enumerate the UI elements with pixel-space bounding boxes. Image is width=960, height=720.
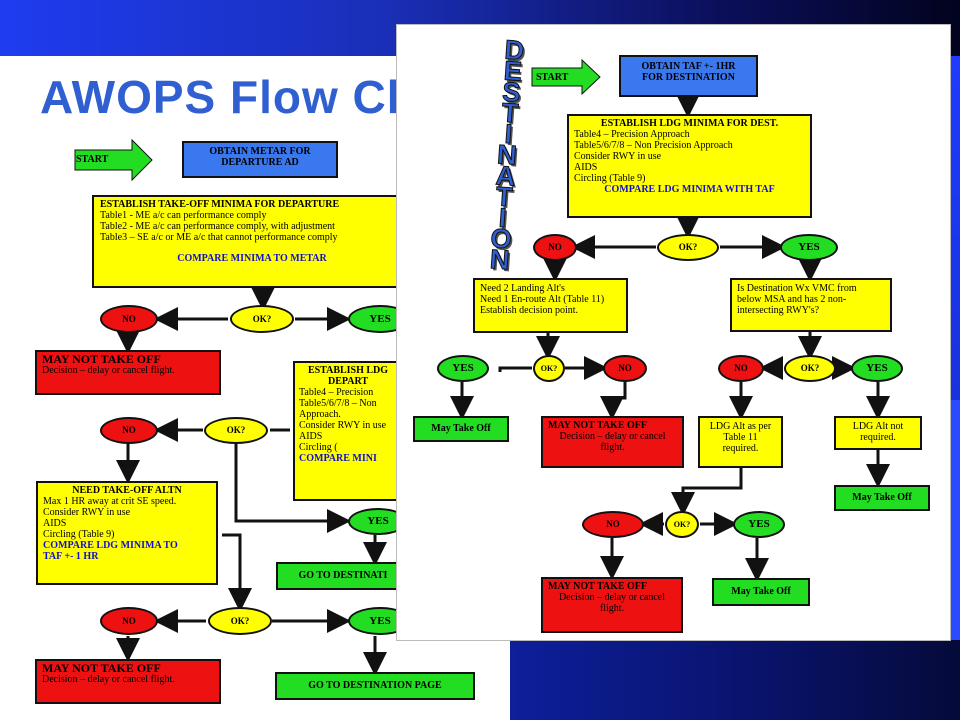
ok-decision-1: OK? xyxy=(230,305,294,333)
no-decision-3: NO xyxy=(100,607,158,635)
may-take-off-box-1: May Take Off xyxy=(413,416,509,442)
establish-ldg-departure-box: ESTABLISH LDG DEPART Table4 – Precision … xyxy=(293,361,403,501)
dest-may-not-take-off-box-2: MAY NOT TAKE OFF Decision – delay or can… xyxy=(541,577,683,633)
no-decision-2: NO xyxy=(100,417,158,444)
go-to-destination-box-1: GO TO DESTINATI xyxy=(276,562,410,590)
dest-may-not-take-off-title-1: MAY NOT TAKE OFF xyxy=(548,420,647,431)
dest-yes-decision-4: YES xyxy=(733,511,785,538)
establish-takeoff-title: ESTABLISH TAKE-OFF MINIMA FOR DEPARTURE xyxy=(100,199,340,210)
may-not-take-off-sub-1: Decision – delay or cancel flight. xyxy=(42,365,175,376)
may-not-take-off-title-2: MAY NOT TAKE OFF xyxy=(42,661,161,675)
dest-ok-decision-3: OK? xyxy=(784,355,836,382)
bottom-banner xyxy=(510,640,960,720)
may-not-take-off-box-1: MAY NOT TAKE OFF Decision – delay or can… xyxy=(35,350,221,395)
is-destination-vmc-box: Is Destination Wx VMC from below MSA and… xyxy=(730,278,892,332)
dest-may-not-take-off-title-2: MAY NOT TAKE OFF xyxy=(548,581,647,592)
ldg-alt-not-required-box: LDG Alt not required. xyxy=(834,416,922,450)
compare-ldg-taf: COMPARE LDG MINIMA WITH TAF xyxy=(604,184,775,195)
obtain-metar-box: OBTAIN METAR FOR DEPARTURE AD xyxy=(182,141,338,178)
dest-start-label: START xyxy=(536,72,569,83)
establish-ldg-dest-title: ESTABLISH LDG MINIMA FOR DEST. xyxy=(600,118,779,129)
dest-may-not-take-off-sub-1: Decision – delay or cancel flight. xyxy=(559,431,666,453)
no-decision-1: NO xyxy=(100,305,158,333)
dest-may-not-take-off-box-1: MAY NOT TAKE OFF Decision – delay or can… xyxy=(541,416,684,468)
compare-minima-metar: COMPARE MINIMA TO METAR xyxy=(177,253,327,264)
need-takeoff-altn-box: NEED TAKE-OFF ALTN Max 1 HR away at crit… xyxy=(36,481,218,585)
establish-ldg-departure-title: ESTABLISH LDG DEPART xyxy=(307,365,389,387)
establish-ldg-dest-tables: Table4 – Precision Approach Table5/6/7/8… xyxy=(574,129,733,184)
dest-no-decision-1: NO xyxy=(533,234,577,261)
need-takeoff-compare: COMPARE LDG MINIMA TO TAF +- 1 HR xyxy=(43,540,178,562)
dest-ok-decision-4: OK? xyxy=(665,511,699,538)
dest-ok-decision-2: OK? xyxy=(533,355,565,382)
need-takeoff-altn-title: NEED TAKE-OFF ALTN xyxy=(72,485,182,496)
obtain-taf-box: OBTAIN TAF +- 1HR FOR DESTINATION xyxy=(619,55,758,97)
dest-may-not-take-off-sub-2: Decision – delay or cancel flight. xyxy=(558,592,666,614)
dest-no-decision-3: NO xyxy=(718,355,764,382)
dest-yes-decision-2: YES xyxy=(437,355,489,382)
establish-takeoff-minima-box: ESTABLISH TAKE-OFF MINIMA FOR DEPARTURE … xyxy=(92,195,412,288)
go-to-destination-page-box: GO TO DESTINATION PAGE xyxy=(275,672,475,700)
dest-yes-decision-3: YES xyxy=(851,355,903,382)
need-2-landing-alts-box: Need 2 Landing Alt's Need 1 En-route Alt… xyxy=(473,278,628,333)
need-takeoff-altn-lines: Max 1 HR away at crit SE speed. Consider… xyxy=(43,496,177,540)
start-label: START xyxy=(76,154,109,165)
may-not-take-off-box-2: MAY NOT TAKE OFF Decision – delay or can… xyxy=(35,659,221,704)
dest-ok-decision-1: OK? xyxy=(657,234,719,261)
establish-ldg-minima-dest-box: ESTABLISH LDG MINIMA FOR DEST. Table4 – … xyxy=(567,114,812,218)
may-take-off-box-2: May Take Off xyxy=(834,485,930,511)
may-not-take-off-title-1: MAY NOT TAKE OFF xyxy=(42,352,161,366)
dest-no-decision-4: NO xyxy=(582,511,644,538)
dest-yes-decision-1: YES xyxy=(780,234,838,261)
ok-decision-2: OK? xyxy=(204,417,268,444)
ldg-alt-required-box: LDG Alt as per Table 11 required. xyxy=(698,416,783,468)
establish-ldg-compare: COMPARE MINI xyxy=(299,453,377,464)
slide-title: AWOPS Flow Ch xyxy=(40,71,416,123)
establish-ldg-departure-tables: Table4 – Precision Table5/6/7/8 – Non Ap… xyxy=(299,387,387,453)
may-take-off-box-3: May Take Off xyxy=(712,578,810,606)
establish-takeoff-tables: Table1 - ME a/c can performance comply T… xyxy=(100,210,338,243)
may-not-take-off-sub-2: Decision – delay or cancel flight. xyxy=(42,674,175,685)
ok-decision-3: OK? xyxy=(208,607,272,635)
dest-no-decision-2: NO xyxy=(603,355,647,382)
